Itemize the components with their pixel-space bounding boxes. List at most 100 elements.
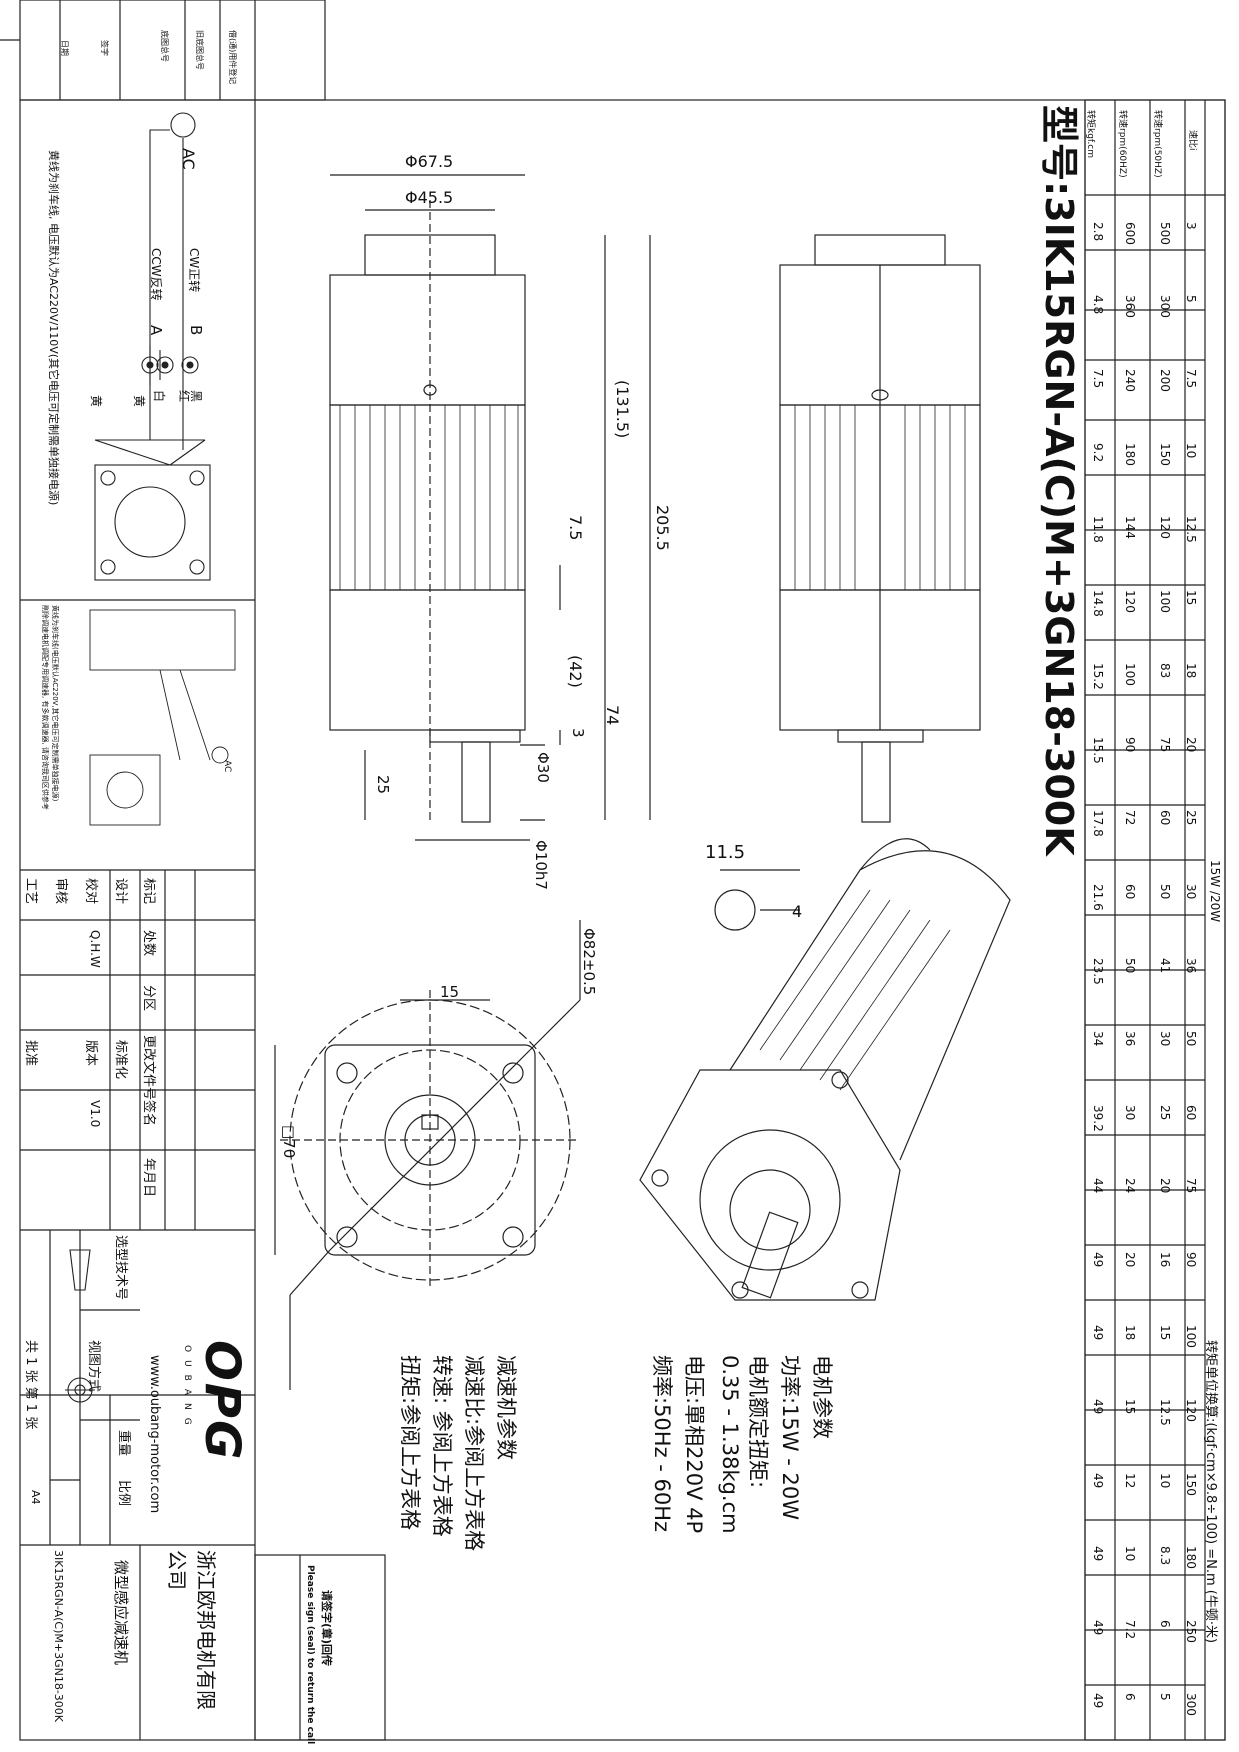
spec-cell-ratios: 120 bbox=[1184, 1398, 1198, 1422]
spec-cell-rpm-60hz: 72 bbox=[1123, 810, 1137, 826]
spec-cell-rpm-50hz: 5 bbox=[1158, 1693, 1172, 1701]
spec-cell-ratios: 12.5 bbox=[1184, 516, 1198, 543]
spec-cell-rpm-60hz: 36 bbox=[1123, 1031, 1137, 1047]
speed-control-note-1: 黄线为刹车线(电压默认AC220V,其它电压可定制需单独接电源) bbox=[51, 605, 59, 802]
wiring-ccw-label: CCW反转 bbox=[149, 248, 163, 301]
spec-cell-ratios: 250 bbox=[1184, 1619, 1198, 1643]
top-strip-frame bbox=[19, 0, 326, 101]
spec-cell-rpm-50hz: 83 bbox=[1158, 663, 1172, 679]
spec-cell-ratios: 7.5 bbox=[1184, 368, 1198, 389]
dim-11-5: 11.5 bbox=[705, 842, 746, 863]
spec-cell-ratios: 150 bbox=[1184, 1472, 1198, 1496]
spec-cell-rpm-50hz: 200 bbox=[1158, 368, 1172, 392]
spec-cell-ratios: 60 bbox=[1184, 1104, 1198, 1120]
wire-yellow-2: 黄 bbox=[89, 395, 103, 408]
tb-view-method: 视图方式 bbox=[86, 1340, 101, 1393]
spec-cell-rpm-60hz: 50 bbox=[1123, 957, 1137, 973]
spec-cell-rpm-60hz: 240 bbox=[1123, 368, 1137, 392]
spec-cell-rpm-50hz: 50 bbox=[1158, 883, 1172, 900]
spec-cell-rpm-50hz: 15 bbox=[1158, 1325, 1172, 1341]
motor-params-heading: 电机参数 bbox=[810, 1355, 834, 1439]
spec-cell-ratios: 36 bbox=[1184, 957, 1198, 973]
spec-row-label-rpm50: 转速rpm(50HZ) bbox=[1152, 110, 1162, 178]
wiring-terminal-b: B bbox=[187, 325, 205, 336]
spec-cell-ratios: 3 bbox=[1184, 221, 1198, 230]
wiring-note: 黄线为刹车线, 电压默认为AC220V/110V(其它电压可定制需单独接电源) bbox=[47, 150, 60, 506]
tb-scale: 比例 bbox=[116, 1480, 131, 1507]
dim-70: □70 bbox=[280, 1125, 298, 1159]
spec-cell-rpm-50hz: 12.5 bbox=[1158, 1398, 1172, 1426]
motor-params-torque: 0.35 - 1.38kg.cm bbox=[718, 1355, 742, 1534]
tb-standard-label: 标准化 bbox=[113, 1040, 128, 1080]
tb-approve-label: 批准 bbox=[23, 1040, 38, 1067]
dim-67-5: Φ67.5 bbox=[405, 152, 454, 171]
tb-version-label: 版本 bbox=[83, 1040, 98, 1067]
spec-cell-ratios: 300 bbox=[1184, 1693, 1198, 1717]
model-title: 型号:3IK15RGN-A(C)M+3GN18-300K bbox=[1037, 105, 1081, 856]
spec-cell-rpm-60hz: 30 bbox=[1123, 1104, 1137, 1120]
motor-params-torque-label: 电机额定扭矩: bbox=[746, 1355, 770, 1489]
dim-205-5: 205.5 bbox=[653, 505, 672, 551]
drawing-number: 3IK15RGN-A(C)M+3GN18-300K bbox=[52, 1550, 65, 1722]
product-name: 微型感应减速机 bbox=[112, 1560, 130, 1666]
spec-cell-ratios: 5 bbox=[1184, 295, 1198, 303]
spec-cell-rpm-60hz: 360 bbox=[1123, 295, 1137, 319]
dim-7-5: 7.5 bbox=[566, 515, 585, 541]
tb-sheet-info: 共 1 张 第 1 张 bbox=[23, 1340, 38, 1430]
strip-label-sign: 签字 bbox=[100, 40, 109, 56]
spec-cell-torque: 7.5 bbox=[1091, 368, 1105, 389]
dim-15: 15 bbox=[440, 983, 460, 1001]
spec-cell-rpm-60hz: 60 bbox=[1123, 883, 1137, 900]
spec-cell-rpm-50hz: 150 bbox=[1158, 442, 1172, 466]
motor-params-power: 功率:15W - 20W bbox=[778, 1355, 802, 1520]
wiring-cw-label: CW正转 bbox=[187, 248, 201, 293]
spec-cell-torque: 14.8 bbox=[1091, 589, 1105, 617]
reducer-params-speed: 转速: 参阅上方表格 bbox=[430, 1355, 454, 1537]
spec-cell-ratios: 75 bbox=[1184, 1178, 1198, 1194]
tb-review-label: 审核 bbox=[53, 878, 68, 905]
spec-cell-rpm-60hz: 600 bbox=[1123, 221, 1137, 245]
speed-control-diagram bbox=[89, 609, 236, 826]
tb-version-value: V1.0 bbox=[88, 1100, 102, 1128]
tb-col-count: 处数 bbox=[141, 930, 156, 957]
spec-cell-rpm-60hz: 20 bbox=[1123, 1251, 1137, 1268]
tb-check-label: 校对 bbox=[83, 878, 98, 905]
spec-cell-rpm-50hz: 500 bbox=[1158, 221, 1172, 245]
spec-cell-rpm-50hz: 30 bbox=[1158, 1031, 1172, 1047]
company-website: www.oubang-motor.com bbox=[147, 1355, 162, 1514]
spec-cell-rpm-50hz: 120 bbox=[1158, 516, 1172, 539]
strip-label-old-base: 旧底图总号 bbox=[195, 30, 204, 70]
spec-cell-rpm-50hz: 16 bbox=[1158, 1251, 1172, 1268]
spec-cell-rpm-60hz: 10 bbox=[1123, 1546, 1137, 1562]
motor-params-frequency: 频率:50Hz - 60Hz bbox=[650, 1355, 674, 1533]
spec-cell-rpm-50hz: 6 bbox=[1158, 1619, 1172, 1628]
sign-return-en: Please sign (seal) to return the call bbox=[305, 1565, 315, 1745]
spec-cell-rpm-60hz: 120 bbox=[1123, 589, 1137, 613]
strip-label-base: 底图总号 bbox=[160, 30, 169, 62]
spec-cell-rpm-60hz: 6 bbox=[1123, 1693, 1137, 1701]
spec-cell-rpm-50hz: 300 bbox=[1158, 295, 1172, 319]
dim-45-5: Φ45.5 bbox=[405, 188, 454, 207]
spec-cell-torque: 17.8 bbox=[1091, 810, 1105, 838]
spec-cell-torque: 49 bbox=[1091, 1546, 1105, 1562]
wire-yellow-1: 黄 bbox=[132, 395, 146, 408]
dim-82: Φ82±0.5 bbox=[580, 928, 598, 996]
spec-cell-torque: 2.8 bbox=[1091, 221, 1105, 241]
tb-weight: 重量 bbox=[116, 1430, 131, 1457]
wiring-diagram bbox=[94, 112, 211, 581]
company-name: 浙江欧邦电机有限公司 bbox=[165, 1550, 218, 1710]
tb-paper-size: A4 bbox=[29, 1490, 42, 1505]
spec-cell-torque: 49 bbox=[1091, 1619, 1105, 1635]
spec-cell-torque: 49 bbox=[1091, 1325, 1105, 1341]
spec-cell-rpm-50hz: 100 bbox=[1158, 589, 1172, 613]
motor-isometric-view bbox=[639, 838, 1011, 1301]
spec-cell-rpm-50hz: 10 bbox=[1158, 1472, 1172, 1488]
spec-cell-rpm-60hz: 15 bbox=[1123, 1398, 1137, 1415]
spec-cell-rpm-60hz: 24 bbox=[1123, 1178, 1137, 1194]
spec-cell-rpm-60hz: 18 bbox=[1123, 1325, 1137, 1341]
spec-cell-rpm-60hz: 100 bbox=[1123, 663, 1137, 687]
spec-cell-torque: 39.2 bbox=[1091, 1104, 1105, 1132]
motor-params-voltage: 电压:單相220V 4P bbox=[682, 1355, 706, 1534]
wiring-terminal-a: A bbox=[147, 325, 165, 336]
spec-cell-rpm-50hz: 75 bbox=[1158, 736, 1172, 753]
